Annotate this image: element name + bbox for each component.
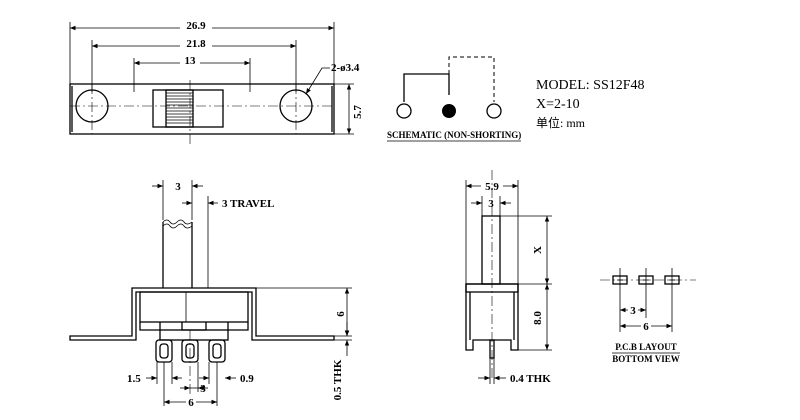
hole-callout-label: 2-ø3.4 [331, 62, 360, 74]
body-length-label: 13 [185, 55, 197, 67]
pin-width-label: 1.5 [127, 373, 141, 385]
model-info: MODEL: SS12F48 X=2-10 单位: mm [536, 78, 645, 130]
pin-pitch-label: 3 [200, 383, 206, 395]
schematic-caption: SCHEMATIC (NON-SHORTING) [387, 130, 521, 140]
actuator-height-label: X [532, 246, 544, 254]
terminal-left [396, 103, 412, 119]
metal-frame [69, 287, 335, 341]
slide-knob [165, 89, 194, 128]
unit-label: 单位: mm [536, 115, 586, 130]
pcb-layout: 3 6 P.C.B LAYOUT BOTTOM VIEW [600, 268, 696, 364]
side-actuator [481, 215, 501, 285]
side-width-label: 5.9 [485, 181, 499, 193]
pcb-caption-1: P.C.B LAYOUT [615, 342, 677, 352]
mounting-flange [69, 83, 335, 135]
terminal-common [442, 104, 456, 118]
housing-height-label: 6 [335, 311, 347, 317]
terminal-right [486, 103, 502, 119]
side-body-height-label: 8.0 [532, 311, 544, 325]
side-view: 5.9 3 X 8.0 0.4 THK [465, 170, 552, 385]
x-range-label: X=2-10 [536, 97, 580, 112]
travel-label: 3 TRAVEL [222, 198, 274, 210]
front-view: 3 3 TRAVEL [69, 180, 352, 409]
pcb-caption-2: BOTTOM VIEW [612, 354, 679, 364]
side-housing [465, 283, 519, 351]
switch-body [152, 89, 224, 128]
schematic: SCHEMATIC (NON-SHORTING) [387, 56, 521, 142]
housing [139, 291, 249, 323]
pcb-pitch-label: 3 [630, 305, 636, 317]
overall-length-label: 26.9 [186, 20, 206, 32]
side-actuator-width-label: 3 [488, 198, 494, 210]
pin-hole-label: 0.9 [240, 373, 254, 385]
model-label: MODEL: SS12F48 [536, 78, 645, 93]
hole-pitch-label: 21.8 [186, 38, 206, 50]
flange-height-label: 5.7 [352, 105, 364, 119]
pcb-span-label: 6 [643, 321, 649, 333]
pin-span-label: 6 [188, 397, 194, 409]
top-view: 26.9 21.8 13 2-ø3.4 [69, 19, 364, 145]
pins [155, 339, 226, 363]
actuator-width-label: 3 [175, 181, 181, 193]
pin-thickness-label: 0.4 THK [510, 373, 551, 385]
thickness-label: 0.5 THK [332, 359, 344, 400]
